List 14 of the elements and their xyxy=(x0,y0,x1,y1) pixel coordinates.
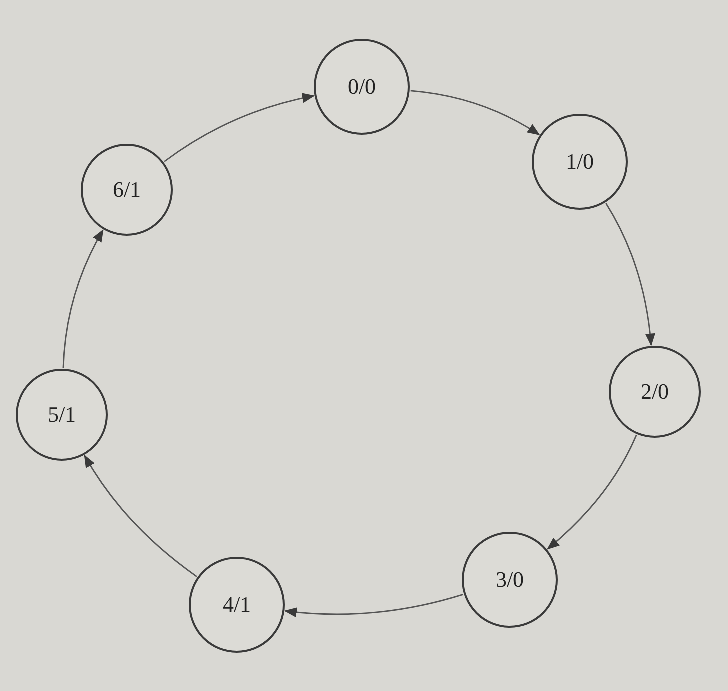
state-label: 6/1 xyxy=(112,179,142,201)
state-label: 5/1 xyxy=(48,404,76,426)
state-label: 1/0 xyxy=(566,151,594,173)
arrow xyxy=(547,434,638,550)
state-label: 0/0 xyxy=(348,76,376,98)
arrow xyxy=(84,454,198,578)
arrow xyxy=(62,229,104,368)
arrow xyxy=(284,594,464,618)
arrow xyxy=(164,93,316,162)
state-label: 3/0 xyxy=(496,569,524,591)
arrow xyxy=(606,203,656,346)
state-label: 4/1 xyxy=(222,594,252,616)
state-label: 2/0 xyxy=(640,381,670,403)
arrow xyxy=(410,90,540,136)
